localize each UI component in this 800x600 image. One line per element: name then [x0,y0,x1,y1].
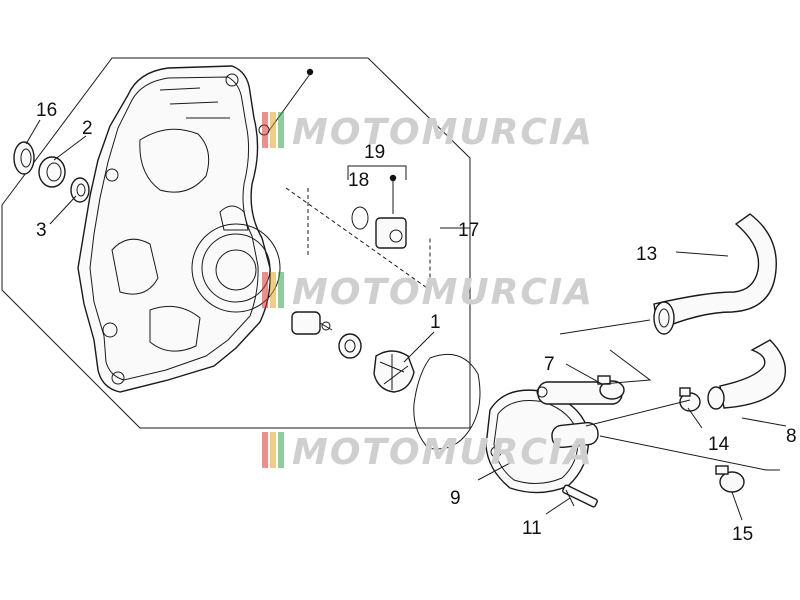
label-2: 2 [82,118,93,139]
label-13: 13 [636,244,657,265]
gasket[interactable] [413,354,481,450]
screw-11[interactable] [562,484,598,508]
label-14: 14 [708,434,730,455]
watermark-text: MOTOMURCIA [292,112,594,153]
label-15: 15 [732,524,753,545]
label-11: 11 [522,518,542,539]
seal-16[interactable] [13,141,35,175]
watermark-bottom: MOTOMURCIA [262,432,594,473]
hose-8[interactable] [707,339,787,410]
label-8: 8 [786,426,797,447]
kit-19-bracket [347,165,407,180]
label-17: 17 [458,220,479,241]
hose-clamp-14[interactable] [679,387,701,412]
o-ring-18[interactable] [351,206,369,230]
cover-dot [306,68,314,76]
impeller-1[interactable] [373,350,415,393]
hose-clamp-15[interactable] [715,465,745,493]
label-1: 1 [430,312,441,333]
watermark-middle: MOTOMURCIA [262,272,594,313]
dashed-guide [285,187,431,291]
bearing-2[interactable] [38,156,66,188]
watermark-top: MOTOMURCIA [262,112,594,153]
label-16: 16 [36,100,57,121]
watermark-text: MOTOMURCIA [292,432,594,473]
leader-lines [25,119,787,521]
watermark-text: MOTOMURCIA [292,272,594,313]
label-19: 19 [364,142,385,163]
water-pump-cover-9[interactable] [485,381,623,494]
hose-13[interactable] [653,213,777,335]
plug-bolt[interactable] [375,217,407,249]
label-7: 7 [544,354,555,375]
engine-cover[interactable] [77,65,281,393]
label-3: 3 [36,220,47,241]
mechanical-seal[interactable] [338,333,362,359]
assembly-boundary [1,57,471,429]
label-18: 18 [348,170,369,191]
hose-clamp-7[interactable] [597,375,625,400]
kit-dot [389,174,397,182]
water-pump-shaft[interactable] [291,311,333,335]
label-9: 9 [450,488,461,509]
